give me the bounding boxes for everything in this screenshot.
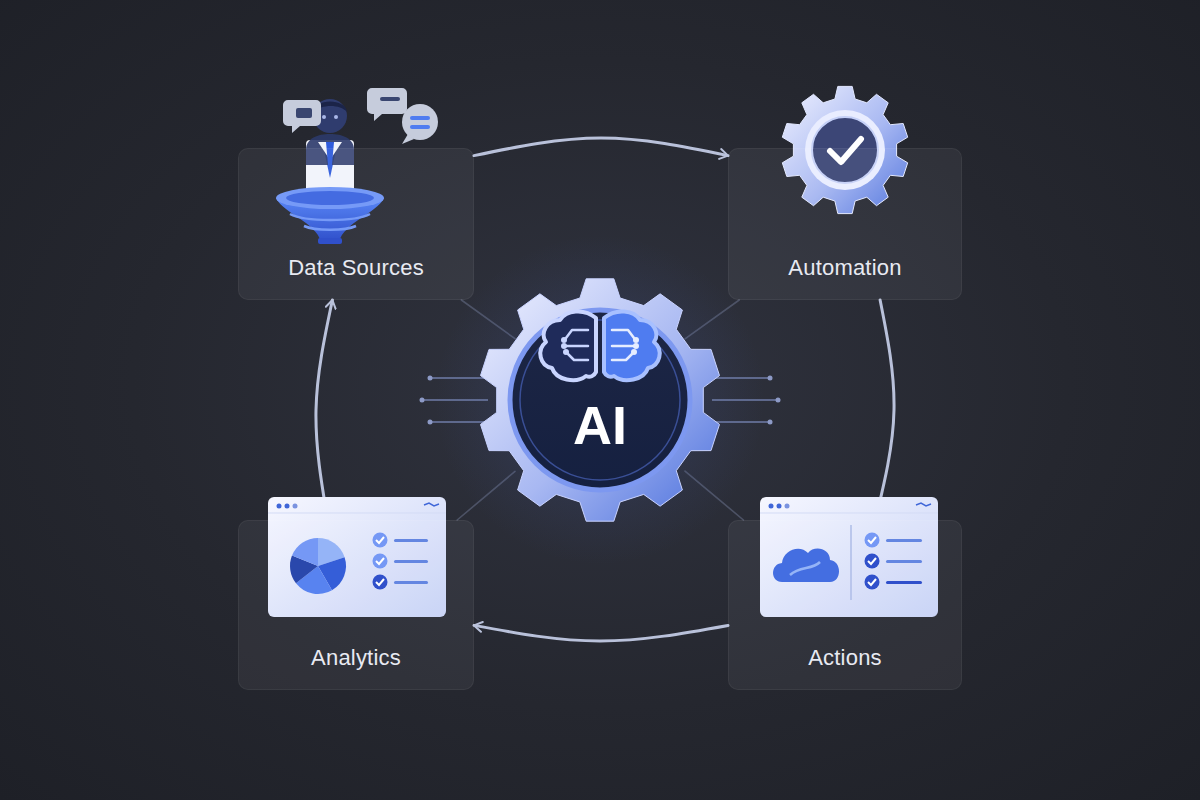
panel-label: Data Sources <box>288 255 424 281</box>
panel-label: Actions <box>808 645 882 671</box>
cycle-arrow <box>474 625 728 641</box>
panel-label: Automation <box>788 255 901 281</box>
data-sources-panel: Data Sources <box>238 148 474 300</box>
actions-panel: Actions <box>728 520 962 690</box>
cycle-arrow <box>474 138 728 156</box>
analytics-panel: Analytics <box>238 520 474 690</box>
ai-hub: AI <box>515 315 685 485</box>
cycle-arrow <box>875 300 894 520</box>
speech-bubbles <box>283 88 438 144</box>
cycle-arrow <box>316 300 332 520</box>
automation-panel: Automation <box>728 148 962 300</box>
hub-disc <box>510 310 690 490</box>
hub-gear <box>481 279 720 521</box>
brain-icon <box>540 311 659 380</box>
hub-label: AI <box>573 395 627 455</box>
panel-label: Analytics <box>311 645 401 671</box>
